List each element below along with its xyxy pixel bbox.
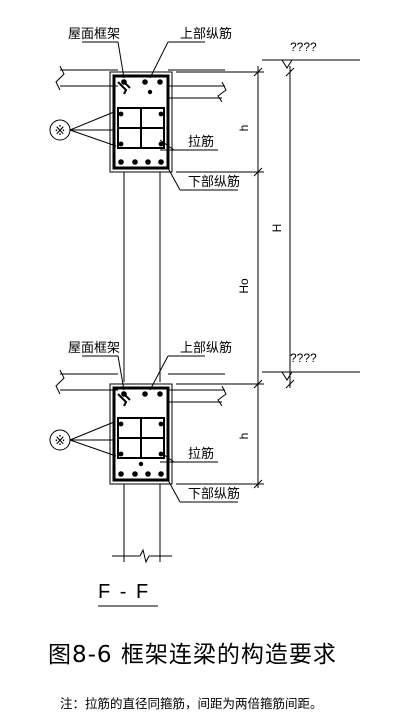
marker-symbol: ※ (55, 124, 66, 139)
marker-circle (49, 429, 71, 451)
bottom-rebar (145, 471, 151, 477)
top-rebar (142, 79, 148, 85)
stirrup (112, 74, 170, 170)
elevation-mark-upper: ???? (290, 40, 317, 54)
figure-note: 注：拉筋的直径同箍筋，间距为两倍箍筋间距。 (60, 696, 323, 711)
label-bottom-rebar: 下部纵筋 (188, 486, 240, 502)
dimension-lines: h Ho h H ???? ???? (176, 40, 360, 489)
bottom-rebar (132, 471, 138, 477)
section-label: F - F (98, 581, 150, 603)
marker-circle (49, 119, 71, 141)
label-top-rebar: 上部纵筋 (180, 26, 232, 42)
elevation-mark-lower: ???? (290, 351, 317, 365)
top-rebar (147, 89, 153, 95)
bottom-rebar (145, 159, 151, 165)
slab-break-left (55, 369, 65, 395)
dim-Ho: Ho (237, 278, 251, 294)
dim-h-upper: h (237, 125, 251, 132)
bottom-rebar (118, 471, 124, 477)
elevation-triangle-lower (281, 371, 293, 381)
label-bottom-rebar: 下部纵筋 (188, 174, 240, 190)
label-top-rebar: 上部纵筋 (180, 340, 232, 356)
stirrup-hook (117, 393, 128, 407)
elevation-triangle-upper (281, 59, 293, 69)
label-tie-bar: 拉筋 (188, 134, 214, 150)
slab-break-right (217, 385, 227, 407)
top-rebar (157, 79, 163, 85)
slab-break-left (55, 65, 65, 91)
dim-H: H (270, 224, 284, 233)
bottom-rebar (158, 159, 164, 165)
beam-outline (109, 383, 173, 485)
bottom-rebar (158, 471, 164, 477)
top-rebar (121, 391, 127, 397)
slab-break-right (217, 81, 227, 103)
bottom-rebar (118, 159, 124, 165)
beam-outline (109, 71, 173, 173)
stirrup-hook (117, 81, 128, 95)
label-tie-bar: 拉筋 (188, 446, 214, 462)
marker-symbol: ※ (55, 434, 66, 449)
stirrup (112, 386, 170, 482)
upper-beam-section: ※ 屋面框架 上部纵筋 拉筋 下部纵筋 (49, 26, 240, 382)
lower-beam-section: ※ 屋面框架 上部纵筋 拉筋 下部纵筋 (49, 340, 240, 564)
label-roof-frame: 屋面框架 (68, 341, 120, 356)
top-rebar (121, 79, 127, 85)
label-roof-frame: 屋面框架 (68, 27, 120, 42)
top-rebar (157, 391, 163, 397)
figure-title: 图8-6 框架连梁的构造要求 (48, 642, 337, 668)
bottom-rebar (132, 159, 138, 165)
dim-h-lower: h (237, 433, 251, 440)
top-rebar (142, 391, 148, 397)
